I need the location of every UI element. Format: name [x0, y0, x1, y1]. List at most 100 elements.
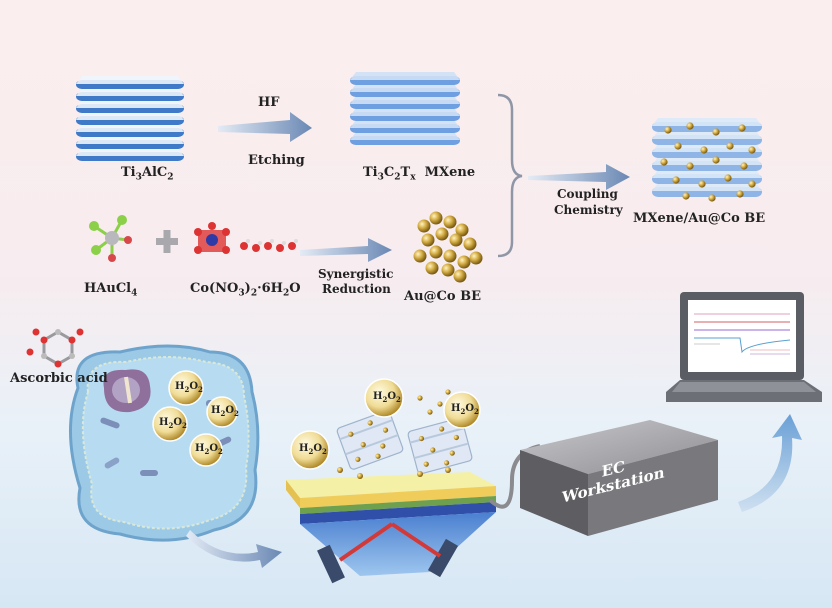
layer-face — [652, 131, 762, 139]
water-oxygen — [264, 242, 272, 250]
water-oxygen — [288, 242, 296, 250]
water-hydrogen — [258, 241, 262, 245]
nanoparticle — [445, 467, 451, 473]
layer-face — [76, 136, 184, 144]
auco-nanoparticle — [441, 263, 455, 277]
curly-bracket-icon — [497, 93, 523, 258]
nanosheet — [336, 410, 404, 470]
ec-workstation-icon — [520, 420, 718, 536]
auco-nanoparticle — [457, 255, 471, 269]
oxygen-atom — [68, 336, 76, 344]
layer-face — [350, 132, 460, 140]
haucl4-label: HAuCl4 — [84, 281, 138, 299]
layer-face — [350, 108, 460, 116]
water-oxygen — [276, 244, 284, 252]
h2o2-label: H2O2 — [451, 403, 479, 416]
h2o2-bubble — [364, 378, 404, 418]
h2o2-label: H2O2 — [211, 405, 239, 418]
nanoparticle — [712, 156, 720, 164]
layer-face — [652, 118, 762, 126]
auco-nanoparticle — [455, 223, 469, 237]
electrode-h2o2-molecules — [290, 378, 481, 470]
layer-face — [350, 84, 460, 92]
water-hydrogen — [246, 239, 250, 243]
auco-nanoparticle — [443, 249, 457, 263]
h2o2-bubble — [206, 396, 238, 428]
layer-face — [76, 112, 184, 120]
nanoparticle — [672, 176, 680, 184]
plus-icon — [156, 230, 178, 253]
auco-nanoparticle — [453, 269, 467, 283]
water-hydrogen — [294, 239, 298, 243]
composite-label: MXene/Au@Co BE — [633, 211, 766, 226]
cobalt-nitrate-molecule-icon — [194, 222, 298, 254]
cobalt-nitrate-label: Co(NO3)2·6H2O — [190, 281, 301, 299]
ti3alc2-layered-block — [76, 76, 184, 161]
layer-face — [76, 100, 184, 108]
nanoparticle — [736, 190, 744, 198]
etching-label: Etching — [248, 153, 305, 168]
auco-nanoparticle — [413, 249, 427, 263]
nanoparticle — [726, 142, 734, 150]
ascorbic-acid-label: Ascorbic acid — [10, 371, 108, 386]
auco-nanoparticle — [429, 245, 443, 259]
oxygen-atom — [208, 222, 216, 230]
auco-nanoparticle — [421, 233, 435, 247]
water-hydrogen — [270, 239, 274, 243]
h2o2-bubble — [152, 406, 188, 442]
layer-face — [76, 88, 184, 96]
nanoparticle — [664, 126, 672, 134]
nanoparticle — [682, 192, 690, 200]
electrode-nanosheets — [336, 410, 473, 479]
ring — [42, 330, 74, 366]
layer-face — [350, 72, 460, 80]
h2o2-label: H2O2 — [373, 391, 401, 404]
ascorbic-acid-molecule-icon — [26, 328, 84, 368]
oxygen-atom — [194, 228, 202, 236]
cell-icon — [68, 344, 260, 542]
h2o2-bubble — [189, 433, 223, 467]
h2o2-bubble — [168, 370, 204, 406]
nanoparticle — [660, 158, 668, 166]
carbon-atom — [55, 329, 61, 335]
water-oxygen — [240, 242, 248, 250]
nanoparticle — [357, 473, 363, 479]
nanoparticle — [724, 174, 732, 182]
layer-face — [350, 96, 460, 104]
h2o2-bubble — [290, 430, 330, 470]
auco-nanoparticle — [469, 251, 483, 265]
synergistic-label: Synergistic — [318, 267, 394, 281]
nanoparticle — [712, 128, 720, 136]
nanoparticle — [337, 467, 343, 473]
reduction-label: Reduction — [322, 282, 391, 296]
water-oxygen — [252, 244, 260, 252]
h2o2-bubble — [443, 391, 481, 429]
mxene-layered-block — [350, 72, 460, 145]
nanoparticle — [674, 142, 682, 150]
nanoparticle — [445, 389, 451, 395]
oxygen-atom — [222, 228, 230, 236]
coupling-arrow-icon — [528, 164, 630, 190]
composite-layered-block — [652, 118, 762, 197]
nanoparticle — [738, 124, 746, 132]
auco-nanoparticle — [425, 261, 439, 275]
auco-label: Au@Co BE — [404, 289, 481, 304]
layer-face — [76, 148, 184, 156]
oxygen-atom — [32, 328, 40, 336]
nanoparticle — [437, 401, 443, 407]
nanoparticle — [748, 146, 756, 154]
nanoparticle — [417, 395, 423, 401]
h2o2-label: H2O2 — [159, 417, 187, 430]
layer-face — [652, 170, 762, 178]
nanoparticle — [686, 122, 694, 130]
auco-nanoparticle — [449, 233, 463, 247]
layer-face — [350, 120, 460, 128]
etching-arrow-icon — [218, 112, 312, 142]
auco-nanoparticle — [463, 237, 477, 251]
auco-nanoparticle — [417, 219, 431, 233]
nanoparticle — [417, 471, 423, 477]
layer-face — [652, 183, 762, 191]
laptop-icon — [666, 292, 822, 402]
